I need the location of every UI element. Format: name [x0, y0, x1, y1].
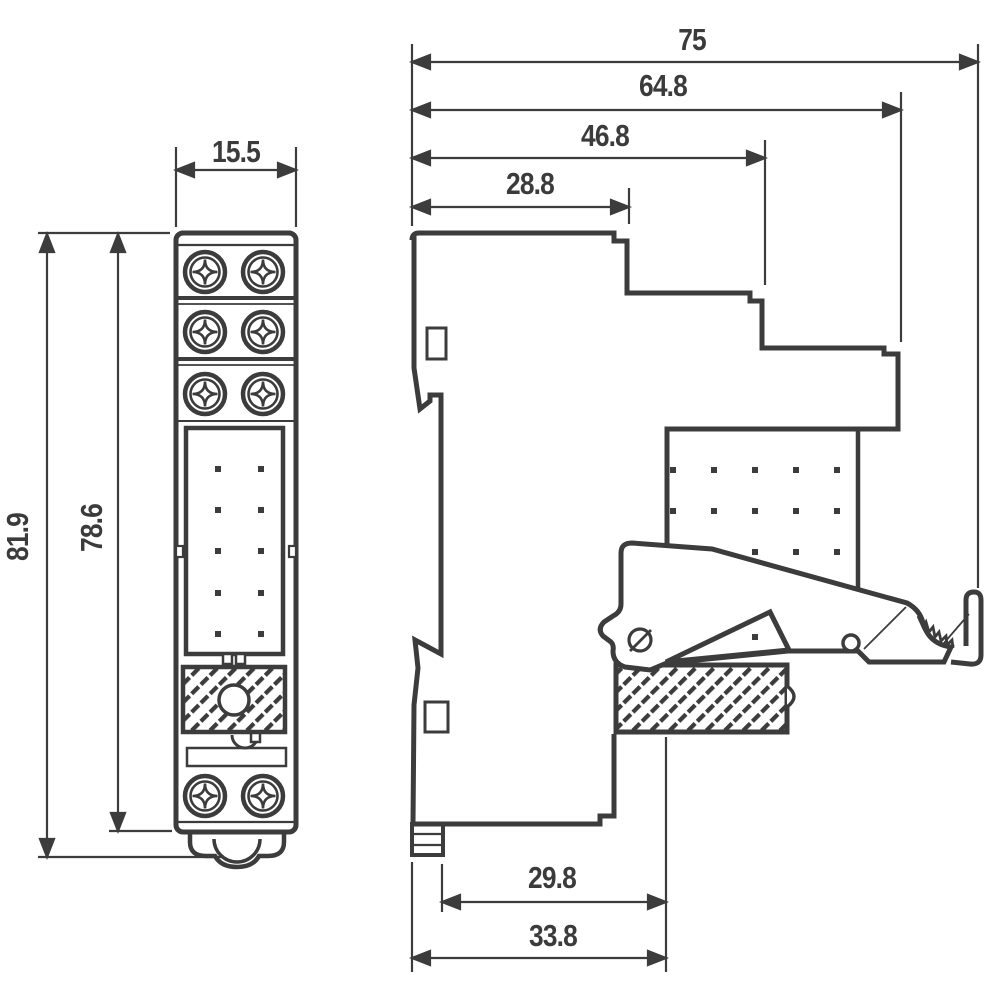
arrowhead: [408, 53, 432, 71]
arrowhead: [38, 230, 56, 254]
front-block-hole: [217, 683, 251, 717]
window-side-latch-left: [174, 544, 185, 559]
front-din-clip: [187, 832, 287, 870]
side-marker-rect-upper: [425, 326, 448, 361]
lever-pivot: [841, 633, 861, 653]
window-bottom-tab-2: [234, 652, 247, 666]
dim-label-front-width: 15.5: [212, 134, 261, 169]
label-window-dots: [215, 466, 264, 637]
arrowhead: [276, 161, 300, 179]
arrowhead: [172, 161, 196, 179]
dim-label-base-33-8: 33.8: [529, 918, 578, 953]
front-notch-tab: [249, 731, 262, 744]
din-rail-section: [613, 662, 790, 735]
arrowhead: [438, 893, 462, 911]
arrowhead: [109, 811, 127, 835]
dim-label-depth-64-8: 64.8: [639, 68, 688, 103]
window-side-latch-right: [287, 544, 298, 559]
arrowhead: [745, 149, 769, 167]
arrowhead: [408, 949, 432, 967]
lever-screw-slot: [629, 629, 652, 652]
dim-label-overall-depth: 75: [678, 22, 706, 57]
dim-label-body-height: 78.6: [74, 504, 109, 552]
arrowhead: [109, 230, 127, 254]
arrowhead: [408, 149, 432, 167]
dim-label-depth-46-8: 46.8: [581, 118, 630, 153]
side-marker-rect-lower: [423, 700, 450, 734]
side-view: [409, 230, 984, 857]
arrowhead: [38, 837, 56, 861]
spring-wire-line: [863, 606, 907, 650]
dim-label-overall-height: 81.9: [0, 513, 35, 561]
spring-serration: [916, 615, 955, 649]
arrowhead: [609, 198, 633, 216]
din-rail-bump: [785, 684, 796, 709]
side-profile-top: [409, 230, 901, 546]
side-right-hook: [950, 589, 984, 667]
triangle-dot: [752, 634, 758, 640]
arrowhead: [646, 893, 670, 911]
arrowhead: [408, 198, 432, 216]
relay-dots: [670, 467, 840, 555]
label-window: [183, 425, 286, 657]
arrowhead: [881, 101, 905, 119]
dim-label-base-29-8: 29.8: [528, 860, 577, 895]
arrowhead: [408, 101, 432, 119]
side-profile-left: [410, 236, 617, 827]
arrowhead: [646, 949, 670, 967]
front-view: [173, 230, 299, 870]
dim-label-depth-28-8: 28.8: [506, 166, 555, 201]
lever-triangle: [664, 608, 793, 665]
side-foot: [410, 822, 445, 857]
front-lower-strip: [185, 746, 288, 768]
dimension-graphics: [38, 44, 982, 972]
arrowhead: [958, 53, 982, 71]
front-din-clip-arc: [212, 838, 262, 864]
window-bottom-tab-1: [221, 652, 234, 666]
